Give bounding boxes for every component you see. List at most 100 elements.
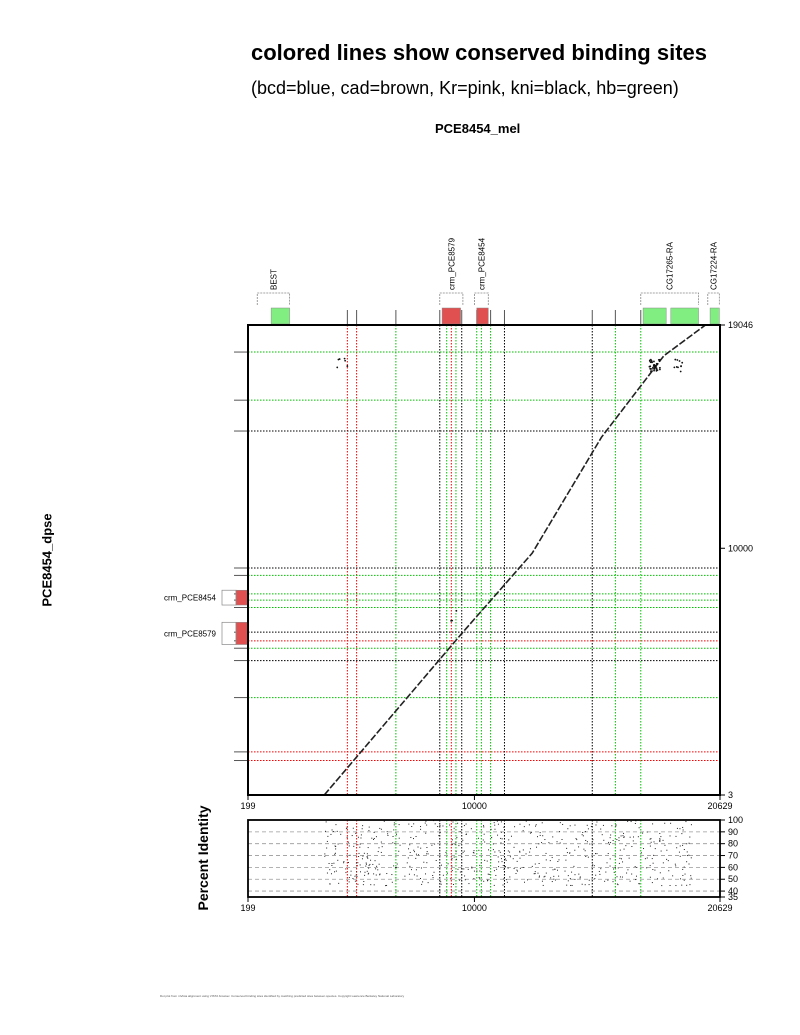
identity-dot (642, 832, 644, 834)
identity-dot (583, 848, 585, 850)
identity-dot (380, 851, 382, 853)
pid-tick-label: 80 (728, 839, 738, 849)
alignment-dot (336, 366, 339, 369)
identity-dot (471, 867, 473, 869)
identity-dot (462, 839, 464, 841)
identity-dot (646, 857, 648, 859)
identity-dot (664, 822, 666, 824)
identity-dot (449, 878, 451, 880)
identity-dot (618, 862, 620, 864)
identity-dot (380, 828, 382, 830)
identity-dot (504, 866, 506, 868)
identity-dot (479, 864, 481, 866)
identity-dot (415, 869, 417, 871)
identity-dot (473, 878, 475, 880)
identity-dot (455, 842, 457, 844)
identity-dot (652, 869, 654, 871)
identity-dot (493, 870, 495, 872)
identity-dot (391, 874, 393, 876)
alignment-dot (450, 619, 453, 622)
identity-dot (660, 836, 662, 838)
identity-dot (362, 825, 364, 827)
identity-dot (504, 866, 506, 868)
identity-dot (408, 873, 410, 875)
identity-dot (326, 872, 328, 874)
identity-dot (385, 885, 387, 887)
identity-dot (365, 862, 367, 864)
identity-dot (365, 865, 367, 867)
feature-exon (476, 307, 489, 325)
identity-dot (545, 852, 547, 854)
identity-dot (620, 858, 622, 860)
x-tick-label: 199 (240, 903, 255, 913)
identity-dot (417, 846, 419, 848)
identity-dot (496, 820, 498, 822)
identity-dot (534, 863, 536, 865)
identity-dot (605, 871, 607, 873)
identity-dot (440, 864, 442, 866)
identity-dot (613, 868, 615, 870)
identity-dot (525, 853, 527, 855)
identity-dot (643, 848, 645, 850)
identity-dot (499, 851, 501, 853)
identity-dot (619, 857, 621, 859)
identity-dot (360, 837, 362, 839)
identity-dot (616, 883, 618, 885)
identity-dot (473, 852, 475, 854)
identity-dot (398, 837, 400, 839)
identity-dot (404, 875, 406, 877)
identity-dot (479, 870, 481, 872)
identity-dot (622, 861, 624, 863)
identity-dot (593, 865, 595, 867)
identity-dot (456, 836, 458, 838)
identity-dot (644, 858, 646, 860)
identity-dot (461, 868, 463, 870)
identity-dot (484, 859, 486, 861)
identity-dot (407, 857, 409, 859)
identity-dot (683, 879, 685, 881)
identity-dot (509, 876, 511, 878)
identity-dot (690, 824, 692, 826)
identity-dot (574, 849, 576, 851)
identity-dot (464, 875, 466, 877)
identity-dot (451, 857, 453, 859)
identity-dot (377, 869, 379, 871)
identity-dot (531, 865, 533, 867)
identity-dot (439, 825, 441, 827)
alignment-dot (674, 358, 677, 361)
identity-dot (374, 860, 376, 862)
identity-dot (674, 863, 676, 865)
feature-label: crm_PCE8579 (447, 237, 456, 290)
alignment-dot (649, 368, 652, 370)
identity-dot (334, 852, 336, 854)
identity-dot (607, 879, 609, 881)
identity-dot (434, 843, 436, 845)
alignment-dot (346, 365, 349, 367)
identity-dot (600, 868, 602, 870)
identity-dot (408, 823, 410, 825)
identity-dot (584, 884, 586, 886)
identity-dot (529, 848, 531, 850)
alignment-dot (675, 366, 678, 368)
identity-dot (324, 830, 326, 832)
identity-dot (416, 875, 418, 877)
pid-tick-label: 35 (728, 892, 738, 902)
identity-dot (324, 853, 326, 855)
alignment-dot (673, 366, 676, 369)
identity-dot (484, 841, 486, 843)
identity-dot (556, 841, 558, 843)
identity-dot (536, 846, 538, 848)
identity-dot (535, 824, 537, 826)
identity-dot (669, 835, 671, 837)
identity-dot (690, 877, 692, 879)
identity-dot (500, 858, 502, 860)
identity-dot (476, 870, 478, 872)
identity-dot (387, 833, 389, 835)
feature-bracket (707, 292, 720, 305)
identity-dot (431, 844, 433, 846)
identity-dot (590, 825, 592, 827)
feature-label: crm_PCE8454 (164, 594, 217, 603)
identity-dot (505, 879, 507, 881)
identity-dot (617, 884, 619, 886)
feature-label: CG17224-RA (710, 241, 719, 290)
